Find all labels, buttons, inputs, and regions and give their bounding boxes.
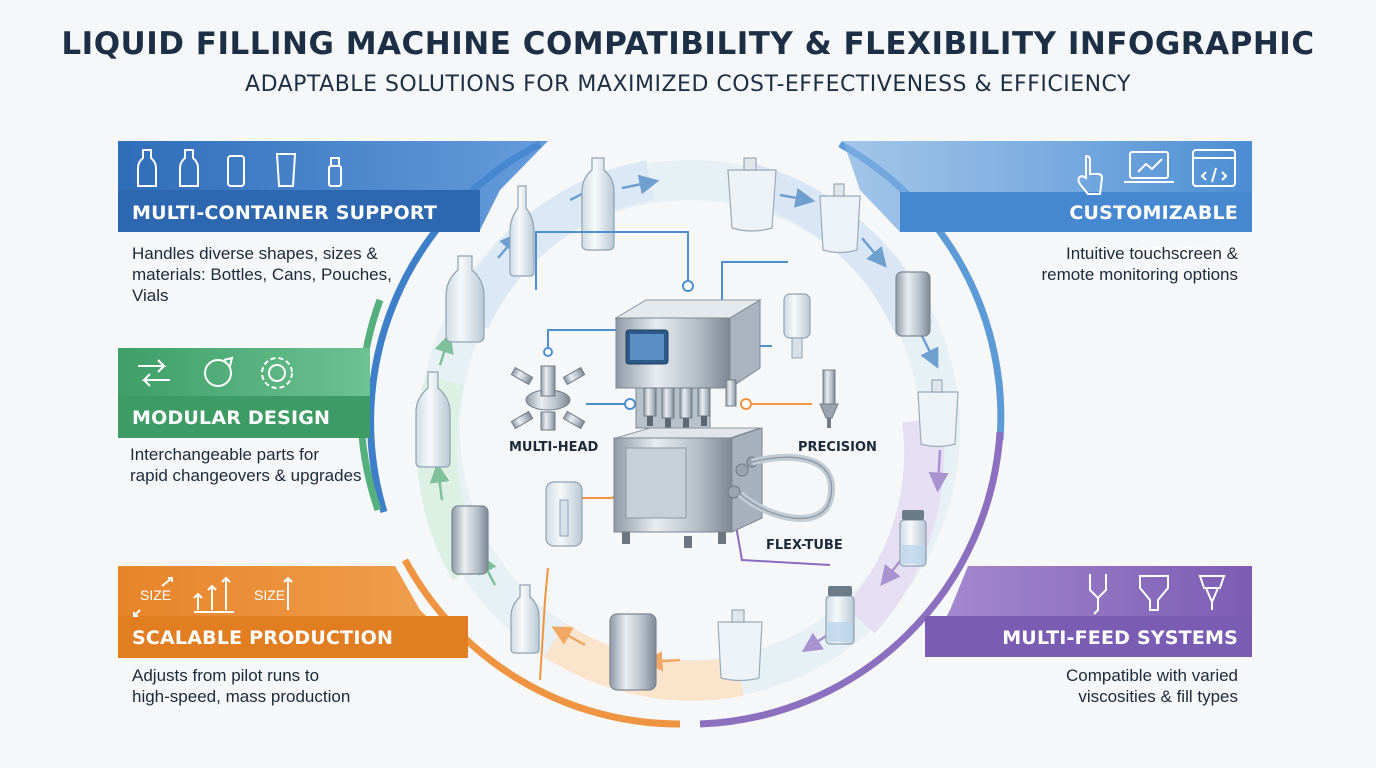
description-line: Handles diverse shapes, sizes & [132, 244, 378, 263]
control-icons [1077, 149, 1236, 195]
description-line: Interchangeable parts for [130, 445, 320, 464]
scalable-icons [133, 576, 293, 617]
description-line: viscosities & fill types [1078, 687, 1238, 706]
scalable-production-title: SCALABLE PRODUCTION [132, 627, 394, 649]
container-icons [137, 149, 342, 187]
description-line: high-speed, mass production [132, 687, 351, 706]
feed-icons [1089, 574, 1226, 615]
filling-machine [613, 299, 835, 548]
description-line: Vials [132, 286, 169, 305]
modular-icons [138, 356, 293, 389]
modular-design-description: Interchangeable parts for rapid changeov… [130, 444, 362, 486]
customizable-control-title: CUSTOMIZABLE CONTROL [1069, 202, 1238, 266]
precision-nozzle [819, 369, 839, 428]
description-line: rapid changeovers & upgrades [130, 466, 362, 485]
size-label-2: SIZE [254, 587, 285, 603]
customizable-control-description: Intuitive touchscreen & remote monitorin… [980, 243, 1238, 285]
multi-head-part [510, 365, 586, 431]
precision-label: PRECISION [798, 440, 877, 455]
modular-design-title: MODULAR DESIGN [132, 407, 331, 429]
description-line: Compatible with varied [1066, 666, 1238, 685]
multi-feed-description: Compatible with varied viscosities & fil… [980, 665, 1238, 707]
page-title: LIQUID FILLING MACHINE COMPATIBILITY & F… [61, 26, 1315, 62]
multi-container-title: MULTI-CONTAINER SUPPORT [132, 202, 438, 224]
description-line: materials: Bottles, Cans, Pouches, [132, 265, 392, 284]
flex-tube-label: FLEX-TUBE [766, 538, 843, 553]
scalable-production-description: Adjusts from pilot runs to high-speed, m… [132, 665, 350, 707]
multi-container-description: Handles diverse shapes, sizes & material… [132, 243, 392, 306]
description-line: remote monitoring options [1041, 265, 1238, 284]
multi-head-label: MULTI-HEAD [509, 440, 599, 455]
description-line: Adjusts from pilot runs to [132, 666, 320, 685]
page-subtitle: ADAPTABLE SOLUTIONS FOR MAXIMIZED COST-E… [245, 72, 1131, 97]
multi-feed-title: MULTI-FEED SYSTEMS [1002, 627, 1238, 649]
description-line: Intuitive touchscreen & [1066, 244, 1238, 263]
size-label-1: SIZE [140, 587, 171, 603]
